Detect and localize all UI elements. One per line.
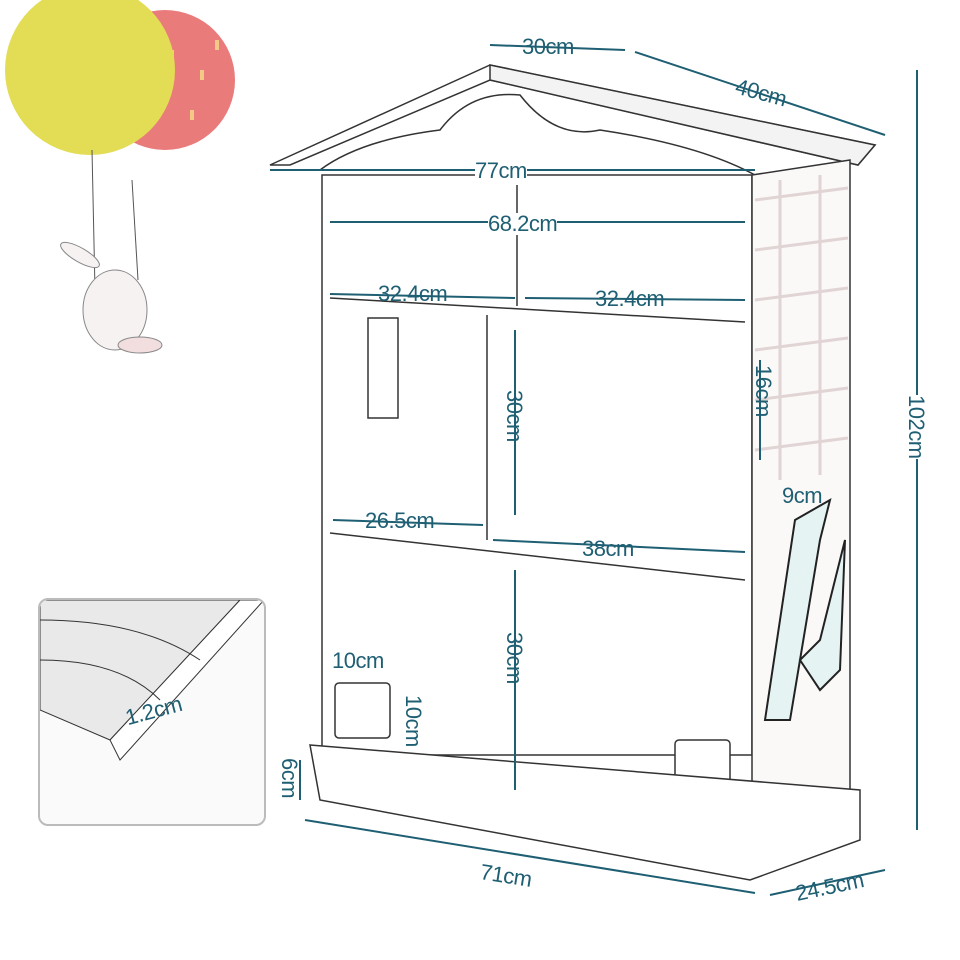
left-mid-width-label: 32.4cm (378, 281, 448, 306)
total-height-label: 102cm (904, 395, 929, 459)
lower-right-width-label: 38cm (582, 536, 634, 561)
roof-width-label: 77cm (475, 158, 527, 183)
roof-detail-inset: 1.2cm (38, 598, 266, 826)
roof-detail-drawing (40, 600, 264, 761)
giraffe-illustration (763, 497, 846, 721)
roof-front-label: 30cm (522, 34, 574, 59)
block-height-label: 10cm (401, 695, 426, 747)
bookcase-body (309, 159, 861, 881)
window-height-label: 16cm (751, 365, 776, 417)
lower-left-width-label: 26.5cm (365, 508, 435, 533)
top-inner-width-label: 68.2cm (488, 211, 558, 236)
bunny-illustration (60, 241, 163, 354)
plaid-pattern (754, 175, 849, 480)
balloon-illustration (5, 0, 235, 291)
mid-height-label: 30cm (502, 390, 527, 442)
window-width-label: 9cm (782, 483, 823, 508)
roof (269, 64, 877, 176)
right-mid-width-label: 32.4cm (595, 286, 665, 311)
bottom-height-label: 30cm (502, 632, 527, 684)
base-height-label: 6cm (277, 758, 302, 799)
block-width-label: 10cm (332, 648, 384, 673)
